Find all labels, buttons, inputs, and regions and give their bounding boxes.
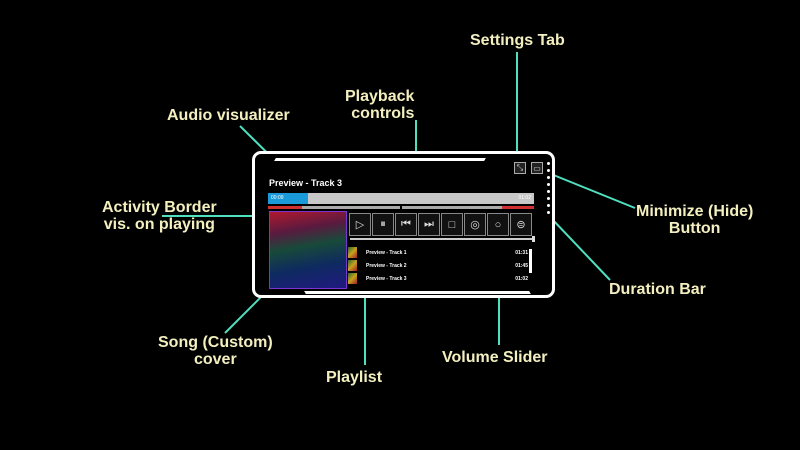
volume-slider[interactable] xyxy=(350,236,535,242)
annotation-playback-controls: Playback controls xyxy=(345,88,415,122)
shuffle-button[interactable]: ◎ xyxy=(464,213,486,236)
pause-button[interactable]: ⏸ xyxy=(372,213,394,236)
playlist-item[interactable]: Preview - Track 2 01:45 xyxy=(348,260,528,271)
track-duration: 01:02 xyxy=(515,275,528,282)
minimize-button[interactable]: ▭ xyxy=(531,162,543,174)
decorative-bar xyxy=(274,158,486,161)
track-duration: 01:45 xyxy=(515,262,528,269)
total-time: 01:02 xyxy=(518,195,531,201)
music-player: ⤡ ▭ Preview - Track 3 00:09 01:02 ▷ ⏸ ⏮ ⏭ □ ◎… xyxy=(252,151,555,298)
next-button[interactable]: ⏭ xyxy=(418,213,440,236)
track-thumbnail xyxy=(348,273,357,284)
track-name: Preview - Track 1 xyxy=(366,249,407,256)
annotation-playlist: Playlist xyxy=(326,369,383,386)
settings-tab-button[interactable]: ⤡ xyxy=(514,162,526,174)
decorative-bar xyxy=(304,291,531,294)
volume-knob[interactable] xyxy=(532,236,535,242)
previous-icon: ⏮ xyxy=(401,218,411,230)
playlist-item[interactable]: Preview - Track 3 01:02 xyxy=(348,273,528,284)
duration-bar[interactable]: 00:09 01:02 xyxy=(268,193,534,204)
playback-controls: ▷ ⏸ ⏮ ⏭ □ ◎ ○ ⊜ xyxy=(349,213,532,236)
settings-icon: ⤡ xyxy=(516,163,524,172)
annotation-audio-visualizer: Audio visualizer xyxy=(167,107,290,124)
song-cover xyxy=(269,211,347,289)
playlist-item[interactable]: Preview - Track 1 01:31 xyxy=(348,247,528,258)
next-icon: ⏭ xyxy=(424,218,434,230)
minimize-leader xyxy=(545,171,636,209)
elapsed-time: 00:09 xyxy=(271,195,284,201)
audio-visualizer xyxy=(268,206,534,209)
annotation-settings-tab: Settings Tab xyxy=(470,32,565,49)
left-dots xyxy=(252,209,255,261)
playlist-scrollbar[interactable] xyxy=(529,249,532,273)
stop-icon: □ xyxy=(448,218,456,231)
play-icon: ▷ xyxy=(355,219,365,231)
annotation-activity-border: Activity Border vis. on playing xyxy=(102,199,217,233)
shuffle-icon: ◎ xyxy=(470,219,480,231)
stop-button[interactable]: □ xyxy=(441,213,463,236)
loop-button[interactable]: ⊜ xyxy=(510,213,532,236)
repeat-icon: ○ xyxy=(494,218,502,231)
annotation-song-cover: Song (Custom) cover xyxy=(158,334,273,368)
previous-button[interactable]: ⏮ xyxy=(395,213,417,236)
track-duration: 01:31 xyxy=(515,249,528,256)
minimize-icon: ▭ xyxy=(533,163,541,173)
track-name: Preview - Track 2 xyxy=(366,262,407,269)
right-dots xyxy=(547,162,550,214)
annotation-minimize-button: Minimize (Hide) Button xyxy=(636,203,754,237)
track-title: Preview - Track 3 xyxy=(269,178,343,188)
annotation-volume-slider: Volume Slider xyxy=(442,349,548,366)
repeat-button[interactable]: ○ xyxy=(487,213,509,236)
pause-icon: ⏸ xyxy=(380,218,386,230)
track-name: Preview - Track 3 xyxy=(366,275,407,282)
track-thumbnail xyxy=(348,260,357,271)
play-button[interactable]: ▷ xyxy=(349,213,371,236)
loop-icon: ⊜ xyxy=(516,219,526,231)
track-thumbnail xyxy=(348,247,357,258)
duration-progress xyxy=(268,193,308,204)
annotation-duration-bar: Duration Bar xyxy=(609,281,706,298)
